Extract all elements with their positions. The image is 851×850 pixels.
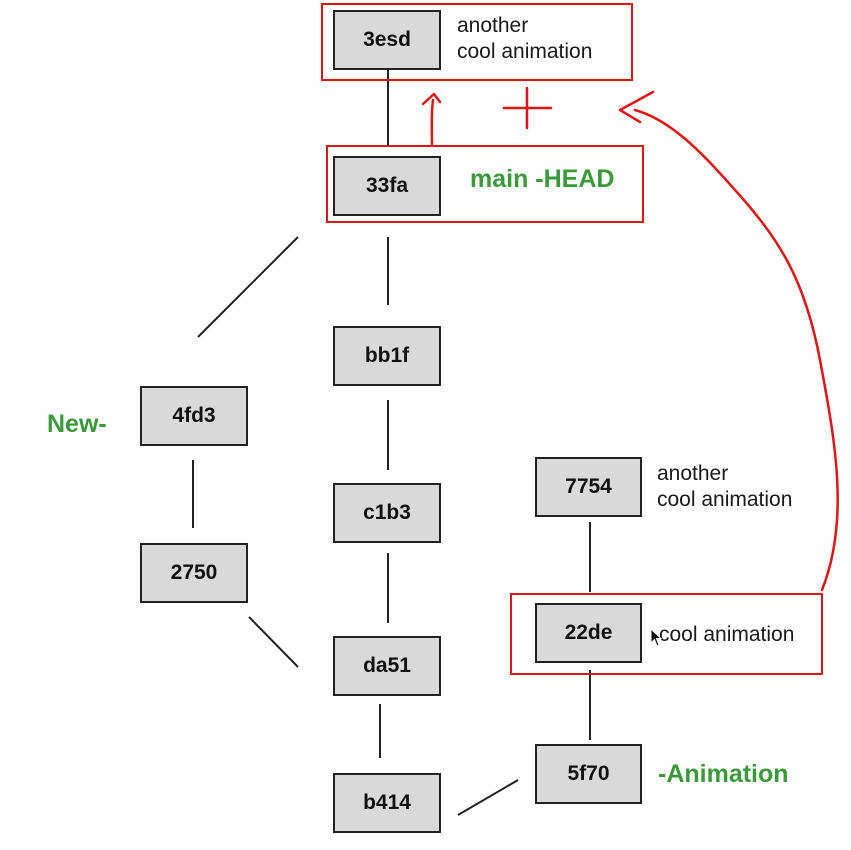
commit-hash: da51 [363, 654, 411, 677]
commit-hash: 3esd [363, 28, 411, 51]
commit-message-3esd: another cool animation [457, 13, 592, 65]
branch-label-animation: -Animation [658, 760, 789, 788]
highlight-box-22de [510, 593, 823, 675]
commit-node-5f70[interactable]: 5f70 [535, 744, 642, 804]
annotation-arrow-up [430, 98, 435, 147]
commit-hash: b414 [363, 791, 411, 814]
annotation-curved-arrow-head [618, 90, 655, 124]
annotation-curved-arrow [633, 108, 839, 592]
highlight-box-33fa [326, 145, 644, 223]
annotation-arrow-up-head [421, 92, 442, 106]
highlight-box-3esd [321, 3, 633, 81]
commit-node-da51[interactable]: da51 [333, 636, 441, 696]
commit-node-33fa[interactable]: 33fa [333, 156, 441, 216]
commit-message-line: another [657, 462, 729, 485]
commit-hash: 22de [564, 621, 613, 644]
commit-message-line: another [457, 14, 529, 37]
commit-node-b414[interactable]: b414 [333, 773, 441, 833]
commit-hash: c1b3 [363, 501, 411, 524]
mouse-cursor-icon [650, 628, 662, 647]
commit-hash: 33fa [365, 174, 409, 197]
commit-node-7754[interactable]: 7754 [535, 457, 642, 517]
commit-hash: 7754 [565, 475, 612, 498]
edge-2750-da51 [248, 616, 299, 668]
commit-message-line: cool animation [657, 488, 793, 511]
commit-hash: 4fd3 [172, 404, 216, 427]
commit-node-c1b3[interactable]: c1b3 [333, 483, 441, 543]
commit-node-3esd[interactable]: 3esd [333, 10, 441, 70]
edge-33fa-4fd3 [197, 236, 299, 338]
edge-5f70-b414 [457, 779, 519, 816]
commit-hash: 5f70 [567, 762, 610, 785]
commit-hash: bb1f [364, 344, 410, 367]
branch-label-main: main -HEAD [470, 165, 615, 193]
commit-message-7754: another cool animation [657, 461, 792, 513]
branch-label-new: New- [47, 410, 107, 438]
commit-node-4fd3[interactable]: 4fd3 [140, 386, 248, 446]
commit-node-2750[interactable]: 2750 [140, 543, 248, 603]
commit-message-line: cool animation [457, 40, 593, 63]
commit-message-22de: cool animation [659, 623, 795, 646]
commit-hash: 2750 [170, 561, 218, 584]
commit-node-bb1f[interactable]: bb1f [333, 326, 441, 386]
commit-node-22de[interactable]: 22de [535, 603, 642, 663]
